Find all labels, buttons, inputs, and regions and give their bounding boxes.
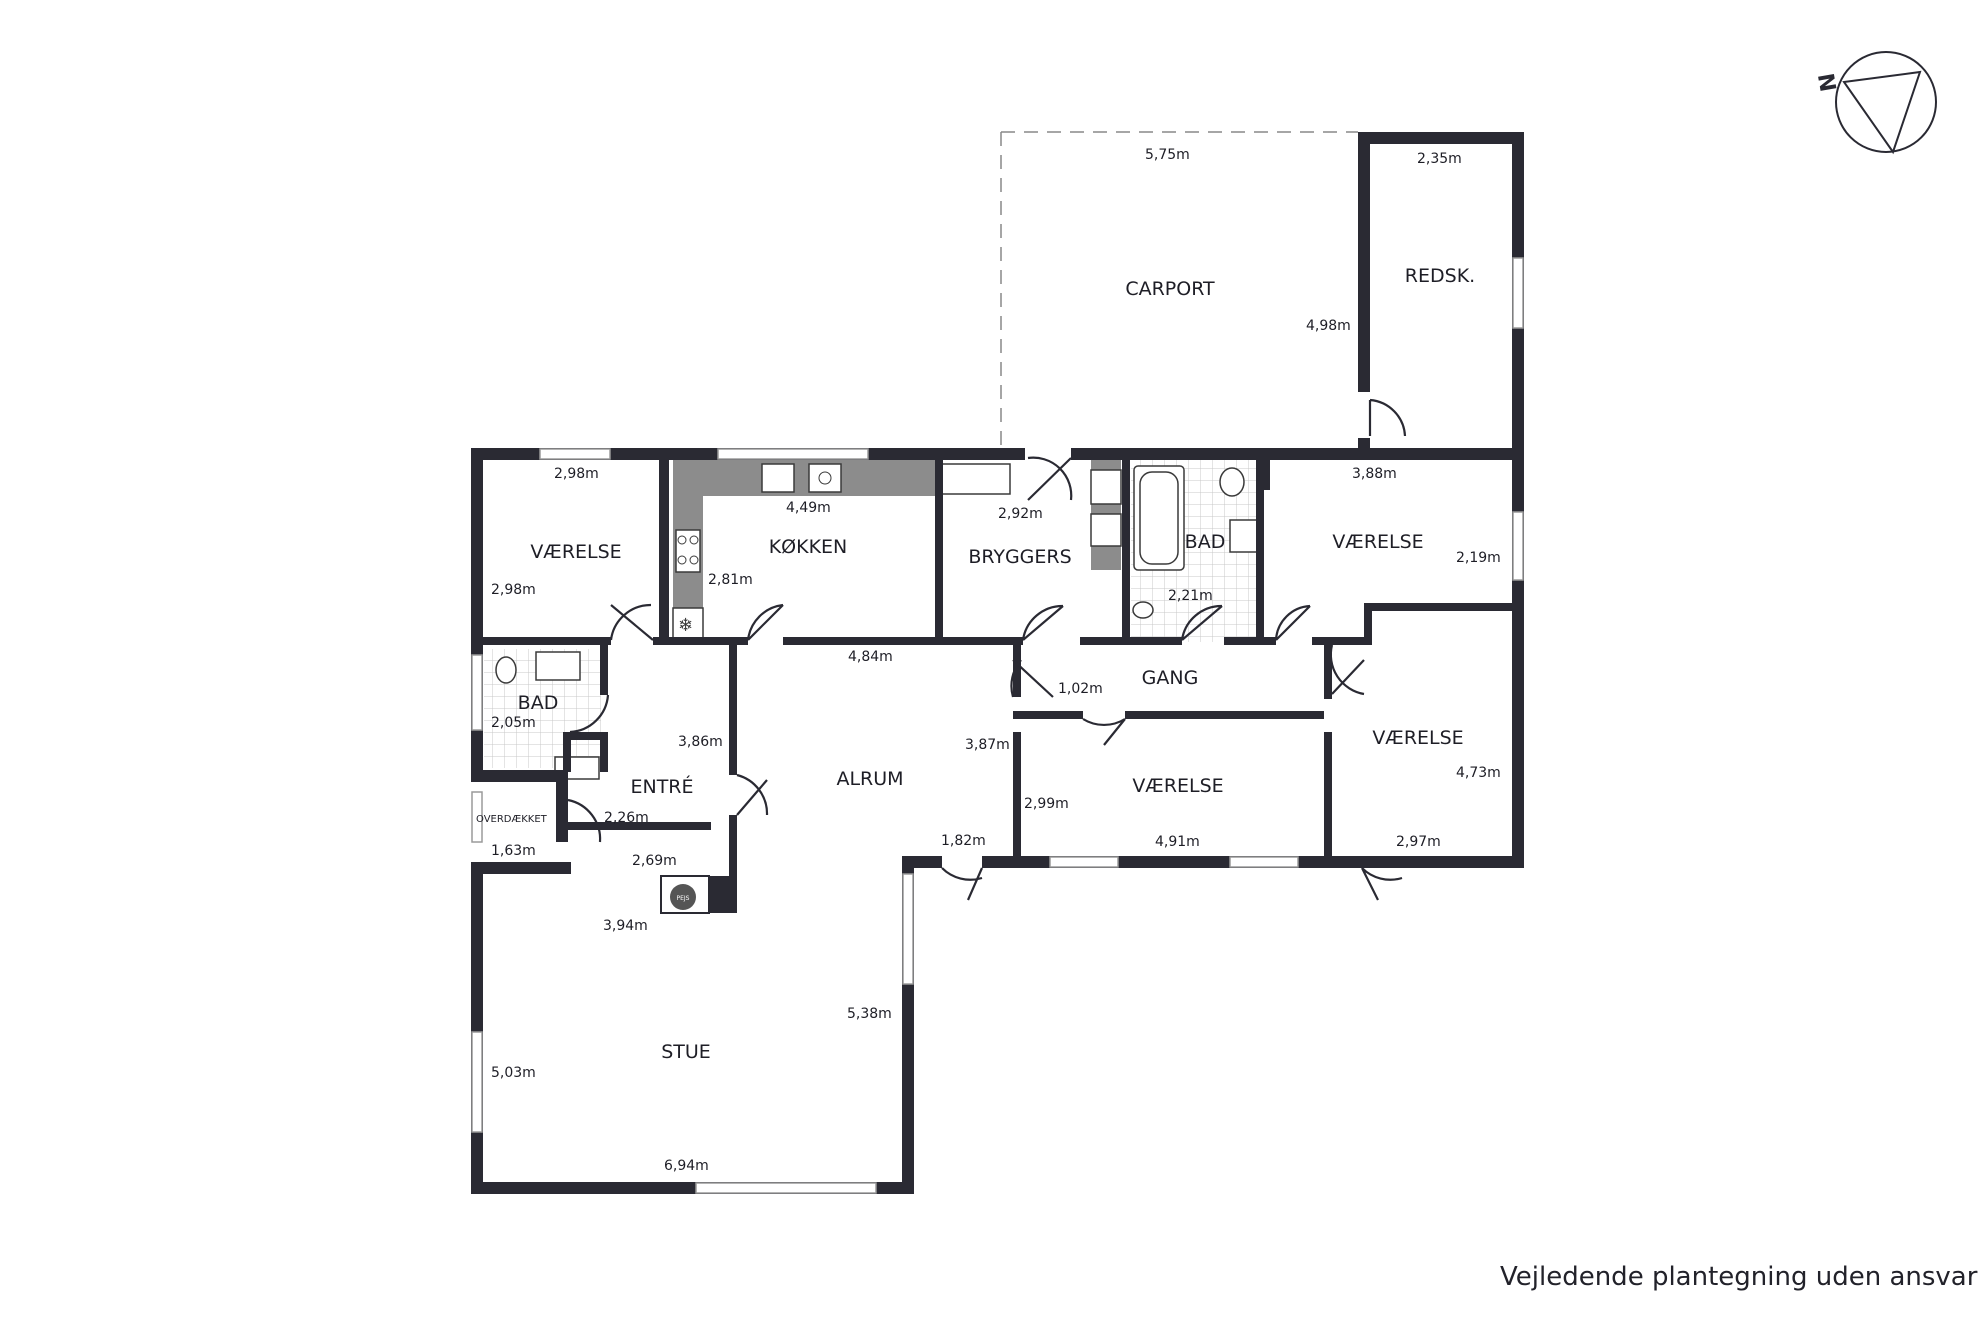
room-label-gang: GANG — [1142, 667, 1199, 689]
dimension-labels: 5,75m 4,98m 2,35m 2,98m 2,98m 4,49m 2,81… — [491, 147, 1501, 1174]
dim-gang-h: 1,02m — [1058, 681, 1103, 697]
room-label-bryggers: BRYGGERS — [968, 546, 1071, 568]
disclaimer-text: Vejledende plantegning uden ansvar — [1500, 1262, 1978, 1292]
carport-outline — [1000, 131, 1358, 448]
room-label-vaerelse-2: VÆRELSE — [1332, 531, 1423, 553]
dim-entre-w2: 2,69m — [632, 853, 677, 869]
dim-alrum-step: 1,82m — [941, 833, 986, 849]
room-label-bad-2: BAD — [518, 692, 559, 714]
kitchen-counters: ❄ — [672, 459, 937, 642]
dim-stue-w: 6,94m — [664, 1158, 709, 1174]
dim-carport-w: 5,75m — [1145, 147, 1190, 163]
dim-bad2-h: 2,05m — [491, 715, 536, 731]
dim-stue-l: 5,03m — [491, 1065, 536, 1081]
doors — [567, 398, 1407, 901]
room-label-carport: CARPORT — [1125, 278, 1215, 300]
room-labels: CARPORT REDSK. VÆRELSE KØKKEN BRYGGERS B… — [476, 265, 1475, 1063]
room-label-koekken: KØKKEN — [769, 536, 848, 558]
room-label-bad-1: BAD — [1185, 531, 1226, 553]
room-label-alrum: ALRUM — [836, 768, 903, 790]
dim-entre-h: 3,86m — [678, 734, 723, 750]
dim-v1-h: 2,98m — [491, 582, 536, 598]
dim-alrum-w: 4,84m — [848, 649, 893, 665]
dim-v2-h: 2,19m — [1456, 550, 1501, 566]
svg-text:❄: ❄ — [678, 615, 693, 636]
compass-north-label: N — [1812, 71, 1840, 93]
dim-v2-w: 3,88m — [1352, 466, 1397, 482]
room-label-vaerelse-1: VÆRELSE — [530, 541, 621, 563]
fireplace-label: PEJS — [677, 895, 690, 902]
compass: N — [1812, 51, 1937, 155]
room-label-vaerelse-4: VÆRELSE — [1372, 727, 1463, 749]
dim-bry-w: 2,92m — [998, 506, 1043, 522]
dim-v4-w: 2,97m — [1396, 834, 1441, 850]
dim-bad1-w: 2,21m — [1168, 588, 1213, 604]
dim-stue-top: 3,94m — [603, 918, 648, 934]
dim-kok-w: 4,49m — [786, 500, 831, 516]
room-label-vaerelse-3: VÆRELSE — [1132, 775, 1223, 797]
dim-carport-h: 4,98m — [1306, 318, 1351, 334]
dim-over-w: 1,63m — [491, 843, 536, 859]
dim-stue-r: 5,38m — [847, 1006, 892, 1022]
dim-v1-w: 2,98m — [554, 466, 599, 482]
bryggers-fixtures — [939, 460, 1259, 619]
room-label-stue: STUE — [661, 1041, 711, 1063]
dim-kok-h: 2,81m — [708, 572, 753, 588]
dim-entre-w1: 2,26m — [604, 810, 649, 826]
fireplace: PEJS — [660, 875, 735, 914]
windows — [471, 257, 1524, 1194]
dim-v4-h: 4,73m — [1456, 765, 1501, 781]
dim-redsk-w: 2,35m — [1417, 151, 1462, 167]
dim-v3-w: 4,91m — [1155, 834, 1200, 850]
room-label-entre: ENTRÉ — [630, 775, 693, 798]
dim-alrum-h: 3,87m — [965, 737, 1010, 753]
room-label-redsk: REDSK. — [1405, 265, 1475, 287]
walls — [471, 132, 1524, 1194]
room-label-overdaekket: OVERDÆKKET — [476, 814, 548, 825]
dim-v3-h: 2,99m — [1024, 796, 1069, 812]
